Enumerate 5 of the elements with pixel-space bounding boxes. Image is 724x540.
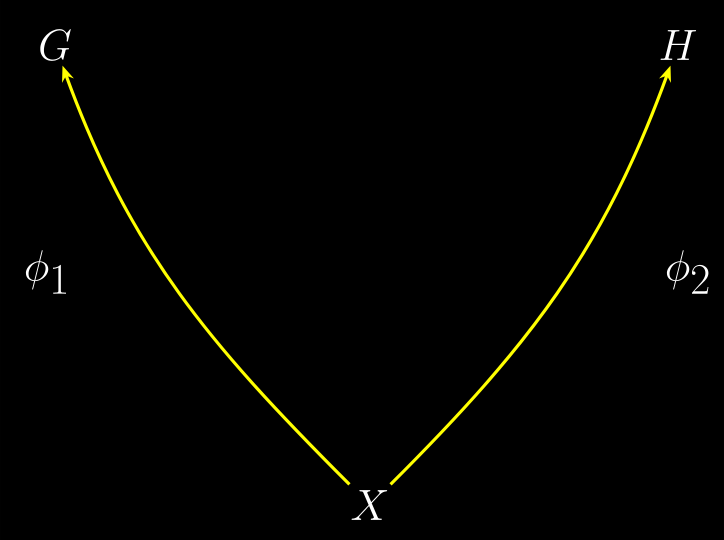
math-symbol: $G$ (40, 29, 71, 61)
edge-label: $\phi_2$ (663, 248, 713, 296)
math-symbol: $H$ (660, 30, 696, 60)
math-symbol: $X$ (352, 490, 388, 520)
edge-label: $\phi_1$ (22, 248, 72, 296)
